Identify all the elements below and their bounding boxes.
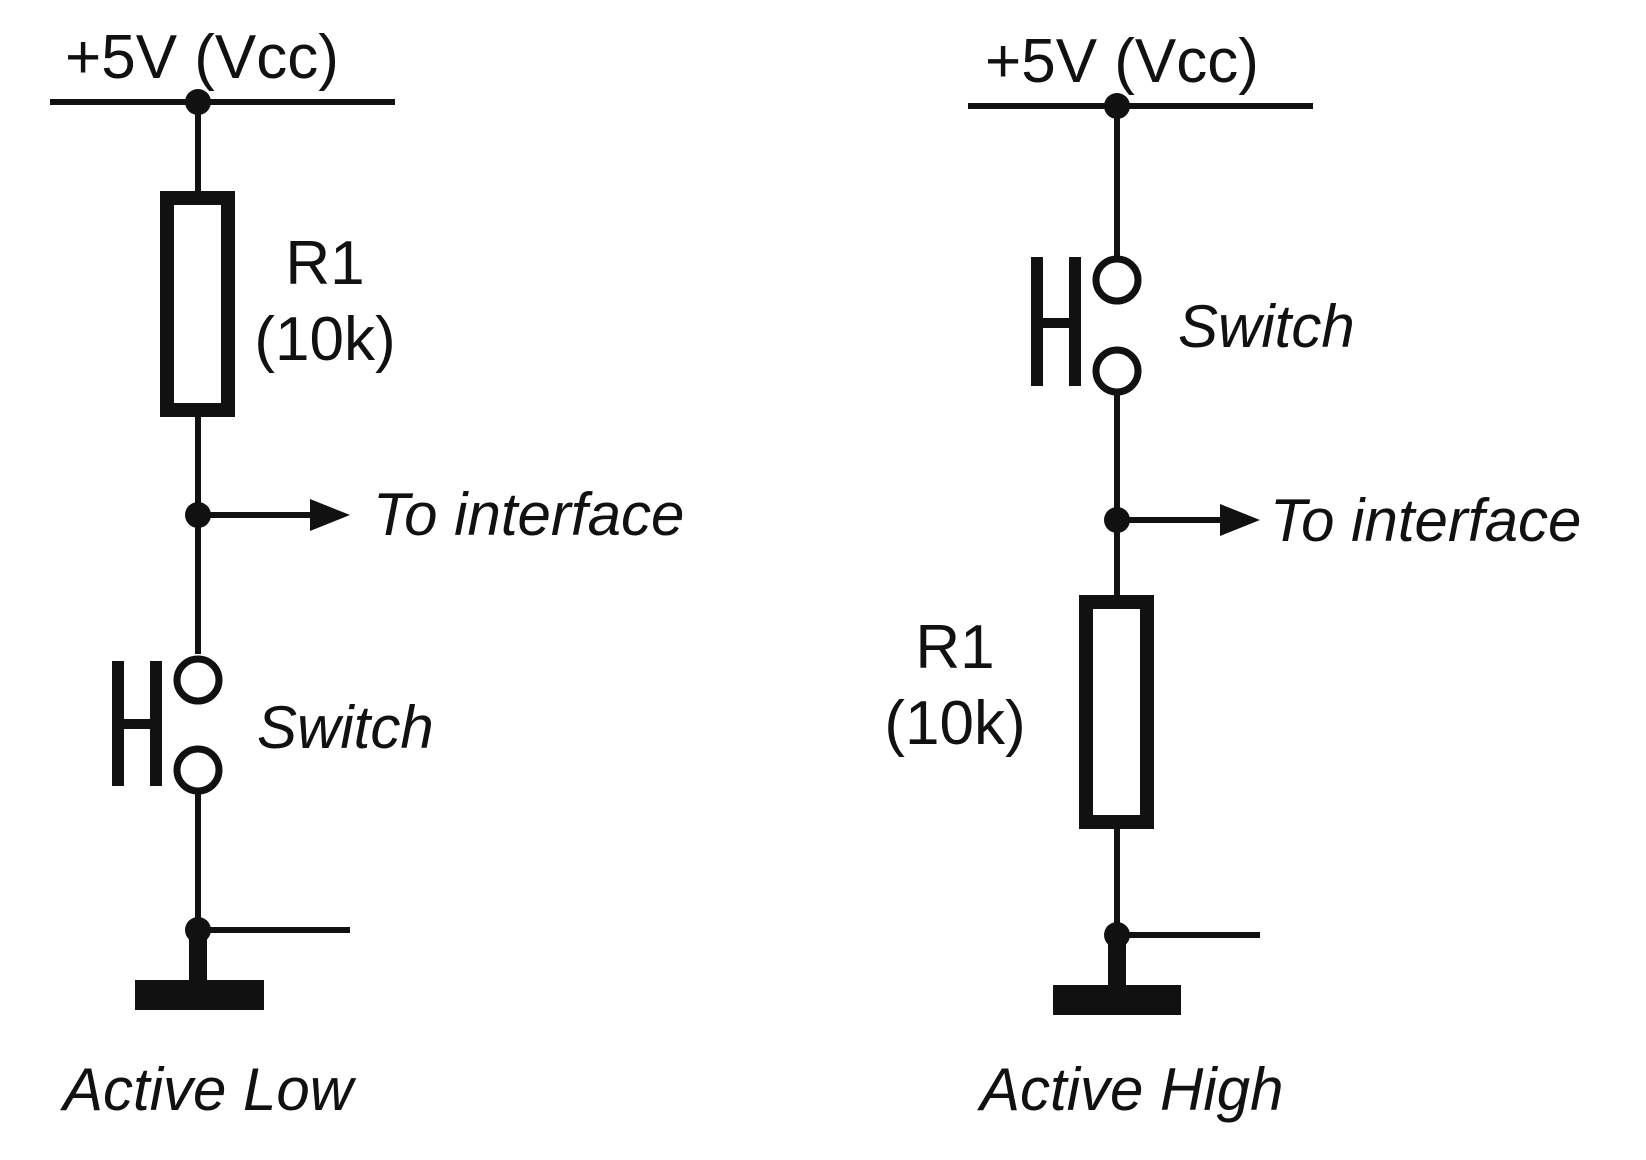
right-push-switch	[1031, 255, 1142, 396]
right-switch-top-contact	[1092, 255, 1142, 305]
right-switch-label: Switch	[1178, 293, 1355, 360]
right-switch-plunger-bar	[1069, 257, 1081, 386]
right-resistor-value: (10k)	[884, 689, 1025, 758]
left-switch-label: Switch	[257, 694, 434, 761]
left-switch-plunger-bar	[150, 661, 162, 786]
left-resistor-name: R1	[285, 229, 364, 298]
left-switch-bottom-contact	[173, 745, 223, 795]
right-ground-symbol	[1053, 985, 1181, 1015]
left-caption: Active Low	[60, 1056, 357, 1123]
right-supply-label: +5V (Vcc)	[985, 27, 1259, 96]
left-output-label: To interface	[373, 481, 684, 548]
left-switch-top-contact	[173, 655, 223, 705]
right-resistor-r1	[1079, 595, 1154, 829]
left-ground-stem	[189, 930, 207, 982]
left-ground-symbol	[135, 980, 264, 1010]
left-push-switch	[112, 655, 223, 795]
right-ground-stem	[1108, 935, 1126, 987]
right-switch-actuator-bar	[1031, 257, 1043, 386]
active-high-circuit: +5V (Vcc) Switch To interface R1 (10k) A…	[884, 27, 1581, 1123]
right-switch-actuator-stem	[1043, 318, 1079, 328]
right-output-arrow	[1220, 504, 1260, 536]
right-resistor-name: R1	[915, 613, 994, 682]
left-resistor-r1	[160, 191, 235, 417]
left-switch-actuator-stem	[124, 719, 160, 729]
left-output-arrow	[310, 499, 350, 531]
left-switch-actuator-bar	[112, 661, 124, 786]
right-output-label: To interface	[1270, 487, 1581, 554]
left-resistor-value: (10k)	[254, 305, 395, 374]
left-supply-label: +5V (Vcc)	[65, 23, 339, 92]
right-caption: Active High	[977, 1056, 1283, 1123]
active-low-circuit: +5V (Vcc) R1 (10k) To interface Switch A…	[50, 23, 684, 1123]
right-switch-bottom-contact	[1092, 346, 1142, 396]
